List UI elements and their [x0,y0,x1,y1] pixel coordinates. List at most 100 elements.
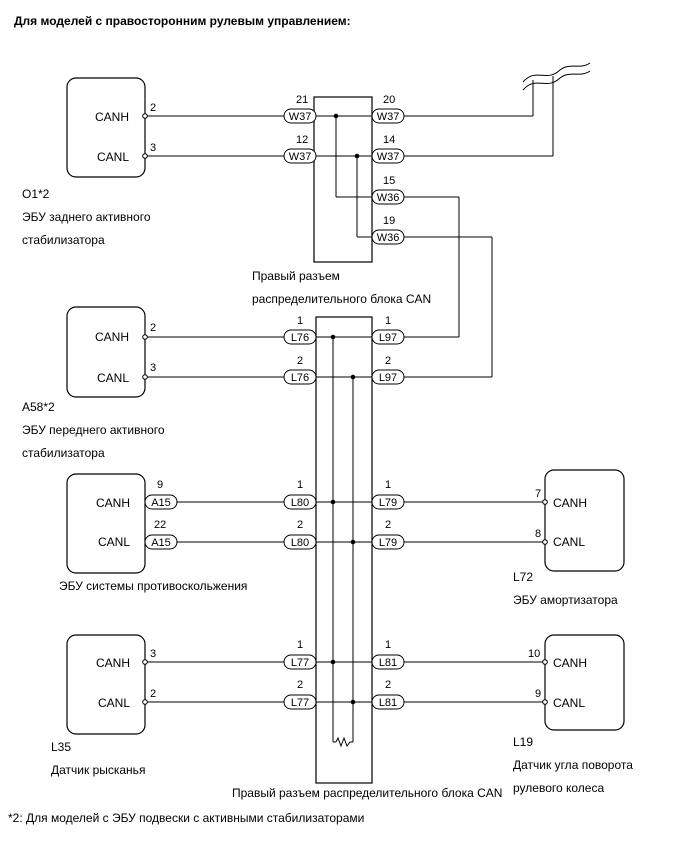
a58-canh-pin: 2 [150,322,156,334]
a58-code: A58*2 [22,400,55,414]
l72-code: L72 [513,570,533,584]
conn-w36-right-h-label: W36 [377,192,400,204]
o1-canh-label: CANH [95,110,129,124]
conn-l77-h [283,654,317,670]
l19-canh-pin: 10 [528,648,540,660]
l35-canl-pin: 2 [150,688,156,700]
ecu-a58-box [66,306,146,398]
junction-bottom-box [315,316,373,784]
termination-resistor [335,736,353,748]
a58-canh-terminal [142,334,148,340]
o1-code: O1*2 [22,187,50,201]
l72-canl-label: CANL [553,535,585,549]
pin-row3-left-h: 1 [297,639,303,651]
conn-l97-l [371,369,405,385]
l35-canh-pin: 3 [150,648,156,660]
pin-top-right-a-h: 20 [383,94,395,106]
conn-l76-l-label: L76 [291,372,309,384]
o1-canl-pin: 3 [150,142,156,154]
ecu-o1-box [66,77,146,178]
conn-l97-h [371,329,405,345]
a58-canh-label: CANH [95,330,129,344]
o1-canh-pin: 2 [150,102,156,114]
o1-name-2: стабилизатора [22,233,105,247]
pcs-canh-pin: 9 [157,479,163,491]
splice-row3-canl [350,699,356,705]
l72-canl-pin: 8 [535,528,541,540]
junction-top-label-1: Правый разъем [252,269,340,283]
pin-top-left-h: 21 [296,94,308,106]
conn-w37-left-l [283,148,317,164]
conn-l77-l [283,694,317,710]
pin-top-right-b-h: 15 [383,175,395,187]
footnote: *2: Для моделей с ЭБУ подвески с активны… [8,811,364,825]
pin-row3-right-l: 2 [385,679,391,691]
l35-code: L35 [51,740,71,754]
wire-break-symbol-2 [522,70,591,91]
pcs-name: ЭБУ системы противоскольжения [59,579,247,593]
l35-canh-terminal [142,659,148,665]
conn-l79-h-label: L79 [379,497,397,509]
conn-l80-h-label: L80 [291,497,309,509]
conn-l76-h-label: L76 [291,332,309,344]
o1-canh-terminal [142,113,148,119]
conn-l79-l-label: L79 [379,537,397,549]
l19-canl-label: CANL [553,696,585,710]
pcs-canl-pin: 22 [154,519,166,531]
pin-row1-right-h: 1 [385,315,391,327]
conn-a15-h-label: A15 [151,497,171,509]
o1-canl-label: CANL [97,150,129,164]
splice-row2-canl [350,539,356,545]
pin-top-right-a-l: 14 [383,134,395,146]
l72-canh-terminal [542,499,548,505]
pin-row2-left-l: 2 [297,519,303,531]
l19-canh-label: CANH [553,656,587,670]
conn-w37-left-h-label: W37 [289,111,312,123]
pin-row2-right-l: 2 [385,519,391,531]
l72-canh-pin: 7 [535,488,541,500]
conn-w37-left-h [283,108,317,124]
junction-bottom-label: Правый разъем распределительного блока C… [232,786,502,800]
page-title: Для моделей с правосторонним рулевым упр… [14,14,351,28]
conn-l81-h-label: L81 [379,657,397,669]
ecu-pcs-box [66,473,146,574]
conn-l77-l-label: L77 [291,697,309,709]
splice-row2-canh [330,499,336,505]
pin-row1-left-l: 2 [297,355,303,367]
splice-row3-canh [330,659,336,665]
conn-l80-l [283,534,317,550]
junction-top-label-2: распределительного блока CAN [252,292,431,306]
l35-canh-label: CANH [96,656,130,670]
conn-l80-l-label: L80 [291,537,309,549]
splice-row1-canh [330,334,336,340]
l35-canl-terminal [142,699,148,705]
conn-a15-l-label: A15 [151,537,171,549]
ecu-l72-box [544,469,625,572]
a58-canl-pin: 3 [150,362,156,374]
l72-canl-terminal [542,539,548,545]
pin-row1-right-l: 2 [385,355,391,367]
junction-top-box [313,96,373,263]
l72-name: ЭБУ амортизатора [513,593,618,607]
pin-row2-left-h: 1 [297,479,303,491]
pin-top-right-b-l: 19 [383,215,395,227]
pcs-canh-label: CANH [96,496,130,510]
conn-w37-right-h-label: W37 [377,111,400,123]
pin-row3-right-h: 1 [385,639,391,651]
pcs-canl-label: CANL [98,535,130,549]
a58-name-2: стабилизатора [22,446,105,460]
conn-l97-h-label: L97 [379,332,397,344]
l35-name: Датчик рысканья [51,763,145,777]
a58-canl-label: CANL [97,371,129,385]
conn-l81-l-label: L81 [379,697,397,709]
conn-l97-l-label: L97 [379,372,397,384]
l19-name-2: рулевого колеса [513,781,604,795]
ecu-l35-box [66,634,146,735]
l19-code: L19 [513,735,533,749]
splice-row1-canl [350,374,356,380]
conn-w37-left-l-label: W37 [289,151,312,163]
pin-row3-left-l: 2 [297,679,303,691]
conn-w37-right-l-label: W37 [377,151,400,163]
ecu-l19-box [544,634,625,731]
